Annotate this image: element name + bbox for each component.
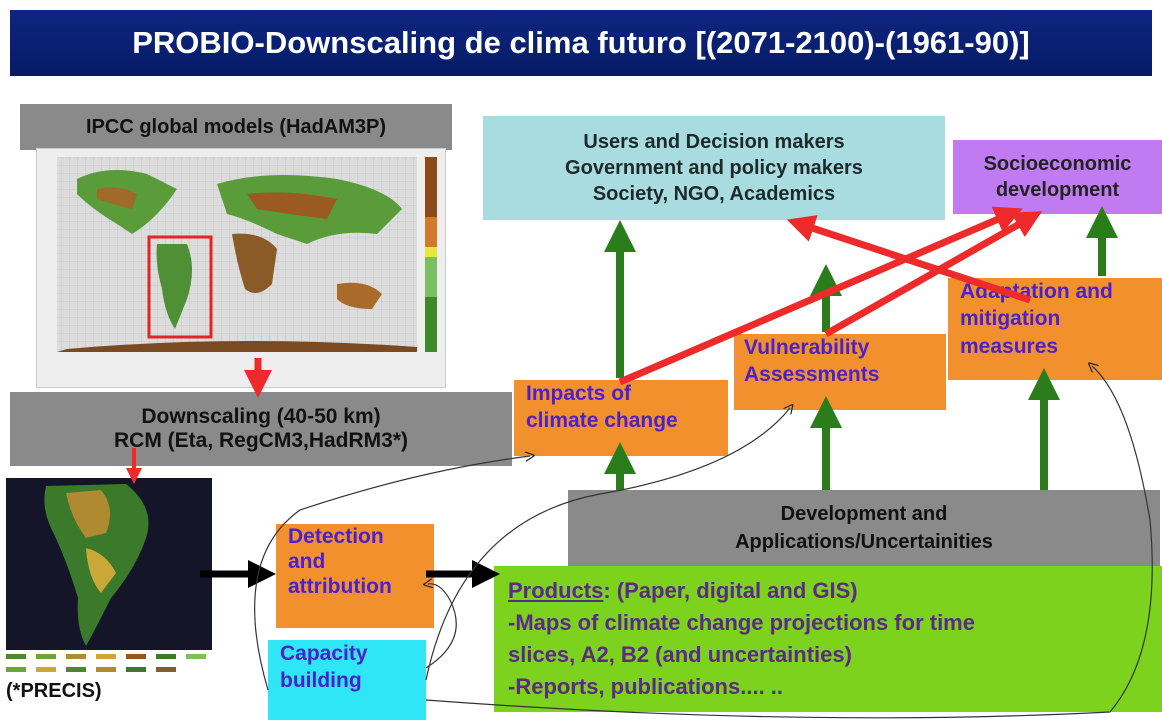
red-arrow-adaptation-users xyxy=(786,215,1032,304)
adaptation-line2: mitigation xyxy=(960,307,1061,331)
curve-capacity-detection xyxy=(426,584,457,669)
capacity-line2: building xyxy=(280,669,362,693)
detection-line3: attribution xyxy=(288,575,392,599)
products-line4: -Reports, publications.... .. xyxy=(508,673,784,699)
products-line2: -Maps of climate change projections for … xyxy=(508,610,975,636)
vulnerability-assessments-box: Vulnerability Assessments xyxy=(734,334,946,410)
socioeconomic-line2: development xyxy=(995,179,1120,201)
regional-map-graphic xyxy=(6,478,212,650)
downscaling-line1: Downscaling (40-50 km) xyxy=(141,405,381,428)
users-line1: Users and Decision makers xyxy=(583,131,845,153)
adaptation-line1: Adaptation and xyxy=(960,280,1113,303)
curve-capacity-adaptation xyxy=(425,366,1153,719)
products-box: Products: (Paper, digital and GIS) -Maps… xyxy=(494,566,1162,712)
detection-attribution-box: Detection and attribution xyxy=(276,524,434,628)
impacts-line2: climate change xyxy=(526,409,678,433)
south-america-map xyxy=(6,478,212,650)
detection-line1: Detection xyxy=(288,525,384,548)
ipcc-models-text: IPCC global models (HadAM3P) xyxy=(85,115,387,138)
development-line1: Development and xyxy=(780,503,948,525)
socioeconomic-line1: Socioeconomic xyxy=(983,153,1132,175)
vulnerability-line2: Assessments xyxy=(744,363,880,387)
products-heading: Products xyxy=(508,578,604,604)
users-line2: Government and policy makers xyxy=(565,157,863,179)
map-legend-graphic xyxy=(6,654,206,672)
products-line3: slices, A2, B2 (and uncertainties) xyxy=(508,642,852,667)
precis-caption: (*PRECIS) xyxy=(6,680,102,702)
capacity-building-box: Capacity building xyxy=(268,640,426,720)
socioeconomic-development-box: Socioeconomic development xyxy=(953,140,1162,214)
capacity-line1: Capacity xyxy=(280,642,368,665)
development-applications-box: Development and Applications/Uncertainit… xyxy=(568,490,1160,566)
users-decision-makers-box: Users and Decision makers Government and… xyxy=(483,116,945,220)
impacts-line1: Impacts of xyxy=(526,382,632,405)
page-title: PROBIO-Downscaling de clima futuro [(207… xyxy=(132,25,1030,60)
downscaling-box: Downscaling (40-50 km) RCM (Eta, RegCM3,… xyxy=(10,392,512,466)
ipcc-models-label: IPCC global models (HadAM3P) xyxy=(20,104,452,150)
map-legend xyxy=(6,650,216,680)
downscaling-line2: RCM (Eta, RegCM3,HadRM3*) xyxy=(113,429,409,452)
global-model-map xyxy=(36,148,446,388)
products-heading-rest: : (Paper, digital and GIS) xyxy=(603,578,858,604)
adaptation-line3: measures xyxy=(960,334,1059,358)
users-line3: Society, NGO, Academics xyxy=(592,183,836,205)
title-banner xyxy=(10,10,1152,76)
vulnerability-line1: Vulnerability xyxy=(744,336,870,359)
adaptation-mitigation-box: Adaptation and mitigation measures xyxy=(948,278,1162,380)
detection-line2: and xyxy=(288,550,326,574)
curve-capacity-impacts xyxy=(254,456,530,691)
curve-capacity-vulnerability xyxy=(425,408,790,681)
global-map-graphic xyxy=(57,157,437,352)
development-line2: Applications/Uncertainities xyxy=(735,531,993,553)
red-arrow-impacts-socio xyxy=(618,206,1023,386)
products-heading-line: Products: (Paper, digital and GIS) xyxy=(508,575,858,607)
red-arrow-vulnerability-socio xyxy=(824,211,1043,338)
